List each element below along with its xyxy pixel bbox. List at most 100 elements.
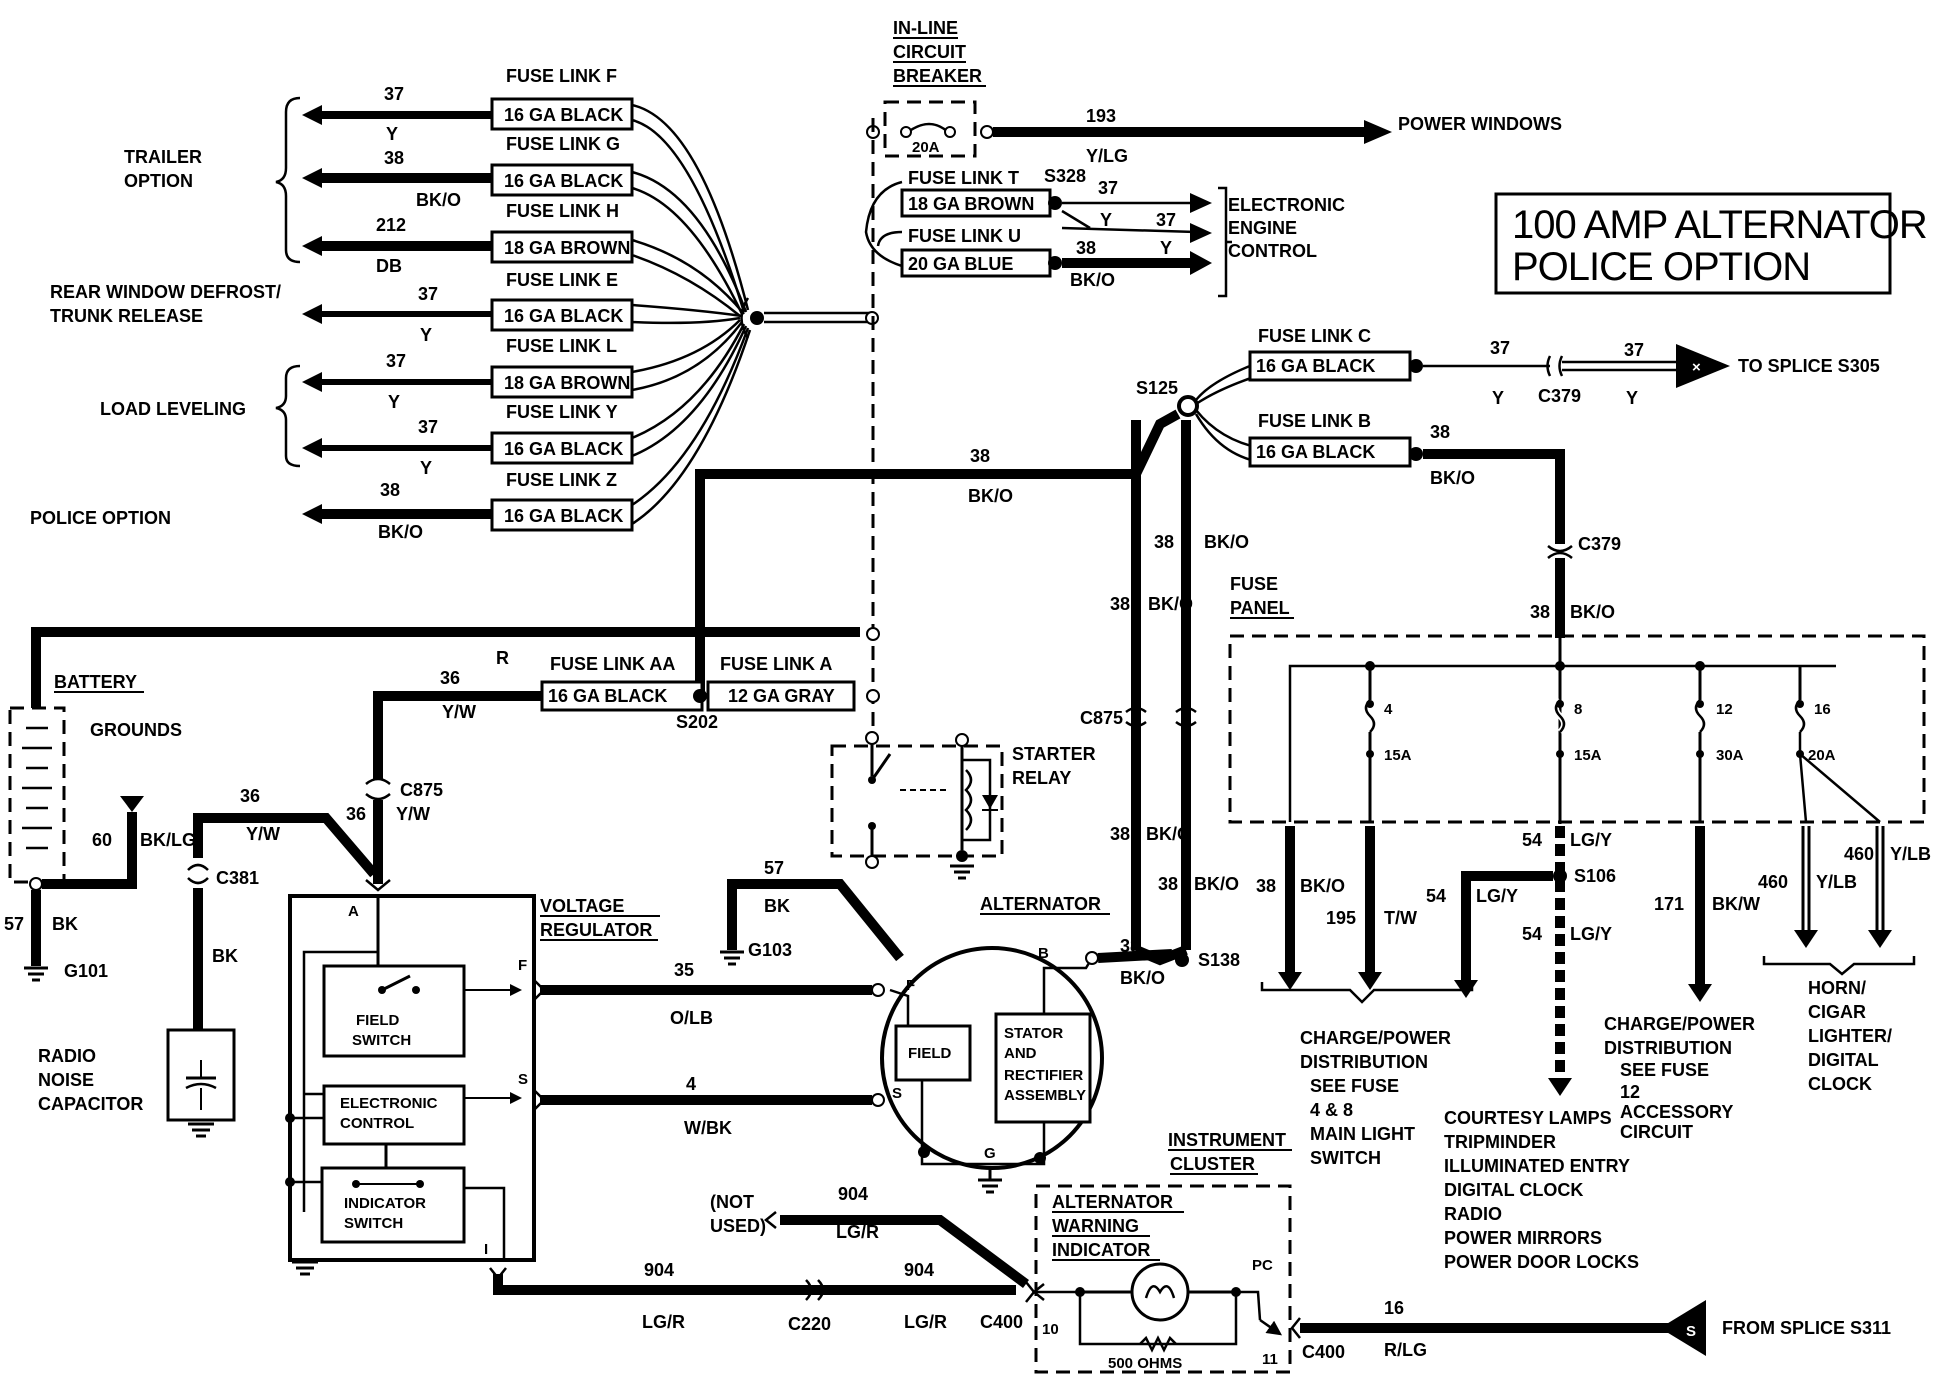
field-switch-box xyxy=(322,964,466,1058)
fuse-link-a-label: FUSE LINK A xyxy=(720,654,832,674)
starter-relay-box xyxy=(830,744,1004,858)
indicator-switch-label: INDICATOR xyxy=(344,1195,426,1212)
fuse-amps: 30A xyxy=(1716,747,1744,764)
left-fuse-link-labels: FUSE LINK F 16 GA BLACK 37 Y FUSE LINK G… xyxy=(376,66,630,542)
battery-icon xyxy=(8,706,66,884)
fuse-link-g-box xyxy=(490,163,634,197)
fuse-link-t-gauge: 18 GA BROWN xyxy=(908,194,1034,214)
wire-color: LG/R xyxy=(836,1222,879,1242)
c379-lower-label: C379 xyxy=(1578,534,1621,554)
terminal-b: B xyxy=(1038,945,1049,962)
dest-line: RADIO xyxy=(1444,1204,1502,1224)
stator-label: ASSEMBLY xyxy=(1004,1087,1086,1104)
wire-color: LG/Y xyxy=(1570,830,1612,850)
radio-noise-label: CAPACITOR xyxy=(38,1094,143,1114)
arrow-left-icon xyxy=(302,105,322,125)
wire-color: BK xyxy=(52,914,78,934)
stator-label: AND xyxy=(1004,1045,1037,1062)
s202-label: S202 xyxy=(676,712,718,732)
c400-right-label: C400 xyxy=(1302,1342,1345,1362)
fuse-link-h-label: FUSE LINK H xyxy=(506,201,619,221)
field-switch-label: SWITCH xyxy=(352,1032,411,1049)
wire-label: 60 xyxy=(92,830,112,850)
dest-courtesy: COURTESY LAMPS TRIPMINDER ILLUMINATED EN… xyxy=(1444,1108,1639,1272)
wire-color: BK xyxy=(764,896,790,916)
wire-color: Y xyxy=(1492,388,1504,408)
wire-label: 36 xyxy=(240,786,260,806)
fuse-link-e-gauge: 16 GA BLACK xyxy=(504,306,623,326)
fuse-link-u-box xyxy=(900,248,1052,278)
electronic-control-box xyxy=(322,1084,466,1146)
eec-group: FUSE LINK T 18 GA BROWN FUSE LINK U 20 G… xyxy=(864,166,1345,298)
c381-label: C381 xyxy=(216,868,259,888)
stator-label: STATOR xyxy=(1004,1025,1063,1042)
stator-label: RECTIFIER xyxy=(1004,1067,1083,1084)
fuse-link-g-gauge: 16 GA BLACK xyxy=(504,171,623,191)
eec-label: ENGINE xyxy=(1228,218,1297,238)
dest-line: DISTRIBUTION xyxy=(1300,1052,1428,1072)
fuse-link-b-label: FUSE LINK B xyxy=(1258,411,1371,431)
cluster-label: CLUSTER xyxy=(1170,1154,1255,1174)
s102-splice xyxy=(750,311,764,325)
wire-label: 35 xyxy=(674,960,694,980)
s125-label: S125 xyxy=(1136,378,1178,398)
inline-breaker: IN-LINE CIRCUIT BREAKER 20A 193 Y/LG POW… xyxy=(866,18,1562,740)
wire-label: 37 xyxy=(418,284,438,304)
wire-color: Y xyxy=(1100,210,1112,230)
alternator: ALTERNATOR FIELD STATOR AND RECTIFIER AS… xyxy=(533,858,1240,1194)
wire-color: LG/R xyxy=(904,1312,947,1332)
fuse-link-l-label: FUSE LINK L xyxy=(506,336,617,356)
wire-label: 36 xyxy=(346,804,366,824)
wire-color: BK/O xyxy=(378,522,423,542)
arrow-left-icon xyxy=(302,372,322,392)
terminal-11: 11 xyxy=(1262,1351,1278,1368)
wire-color: BK/O xyxy=(1120,968,1165,988)
dest-line: SWITCH xyxy=(1310,1148,1381,1168)
load-leveling-label: LOAD LEVELING xyxy=(100,399,246,419)
dest-line: DIGITAL xyxy=(1808,1050,1879,1070)
wire-label: 460 xyxy=(1758,872,1788,892)
field-label: FIELD xyxy=(908,1045,951,1062)
dest-line: LIGHTER/ xyxy=(1808,1026,1892,1046)
ground-icon xyxy=(292,1260,318,1276)
radio-noise-label: RADIO xyxy=(38,1046,96,1066)
main-feed: 38 BK/O 38 BK/O 38 BK/O C875 38 BK/O 38 … xyxy=(695,409,1249,966)
wire-color: BK/O xyxy=(1300,876,1345,896)
eec-label: ELECTRONIC xyxy=(1228,195,1345,215)
fuse-panel-label: PANEL xyxy=(1230,598,1290,618)
wire-label: 57 xyxy=(764,858,784,878)
wire-label: 37 xyxy=(1098,178,1118,198)
stator-box xyxy=(994,1012,1092,1124)
terminal-f: F xyxy=(518,957,527,974)
wire-label: 904 xyxy=(904,1260,934,1280)
fuse-link-u-label: FUSE LINK U xyxy=(908,226,1021,246)
wire-color: Y/LG xyxy=(1086,146,1128,166)
fuse-number: 8 xyxy=(1574,701,1582,718)
wire-label: 37 xyxy=(1490,338,1510,358)
wire-color: Y/W xyxy=(246,824,280,844)
rear-window-label: TRUNK RELEASE xyxy=(50,306,203,326)
wire-label: 38 xyxy=(1430,422,1450,442)
fuse-number: 4 xyxy=(1384,701,1393,718)
terminal-s: S xyxy=(892,1085,902,1102)
dest-line: SEE FUSE xyxy=(1620,1060,1709,1080)
wire-color: BK/O xyxy=(1146,824,1191,844)
g103-label: G103 xyxy=(748,940,792,960)
s138-label: S138 xyxy=(1198,950,1240,970)
terminal-10: 10 xyxy=(1042,1321,1059,1338)
ground-icon xyxy=(978,1178,1002,1194)
arrow-left-icon xyxy=(302,504,322,524)
terminal-g: G xyxy=(984,1145,996,1162)
wire-color: DB xyxy=(376,256,402,276)
dest-line: POWER DOOR LOCKS xyxy=(1444,1252,1639,1272)
arrow-left-icon xyxy=(302,236,322,256)
dest-line: ILLUMINATED ENTRY xyxy=(1444,1156,1630,1176)
title-line-1: 100 AMP ALTERNATOR xyxy=(1512,203,1927,247)
wire-label: 37 xyxy=(1624,340,1644,360)
wire-label: 38 xyxy=(1110,824,1130,844)
dest-horn: HORN/ CIGAR LIGHTER/ DIGITAL CLOCK xyxy=(1808,978,1892,1094)
warning-label: INDICATOR xyxy=(1052,1240,1150,1260)
terminal-s: S xyxy=(518,1071,528,1088)
wire-color: R/LG xyxy=(1384,1340,1427,1360)
dest-line: CIRCUIT xyxy=(1620,1122,1693,1142)
